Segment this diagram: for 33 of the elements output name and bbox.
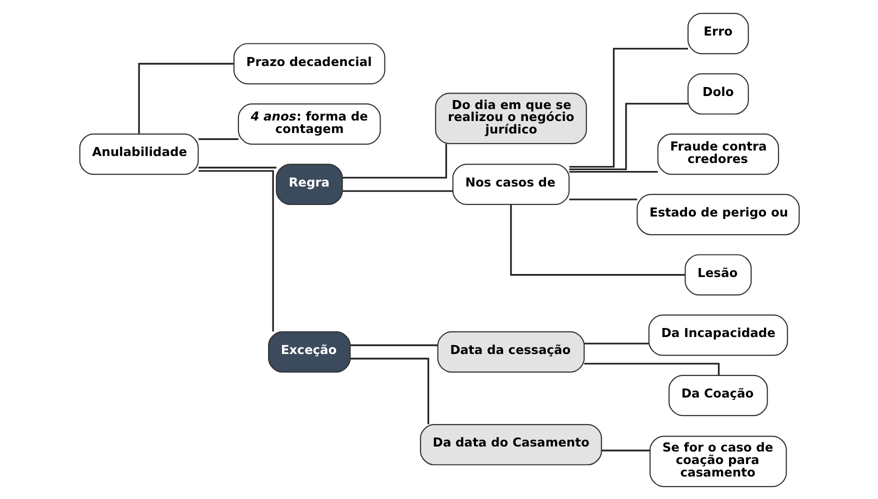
connector <box>601 449 650 451</box>
node-box: Estado de perigo ou <box>636 193 800 235</box>
node-box: Da Incapacidade <box>648 314 788 356</box>
node-box: Nos casos de <box>452 163 570 205</box>
connector <box>198 138 238 140</box>
connector <box>350 344 438 346</box>
connector <box>584 362 720 375</box>
node-box: Erro <box>686 12 748 54</box>
connector <box>350 357 429 424</box>
connector <box>342 143 447 178</box>
connector <box>198 170 274 332</box>
node-box: Exceção <box>268 330 350 372</box>
node-box: Da Coação <box>668 374 768 416</box>
connector <box>138 62 234 134</box>
connector <box>568 170 658 172</box>
node-box: Dolo <box>686 72 748 114</box>
node-box: Fraude contra credores <box>656 133 779 174</box>
connector <box>510 204 684 276</box>
node-box: Lesão <box>684 254 752 296</box>
node-box: 4 anos: forma de contagem <box>237 102 380 144</box>
connector <box>568 47 688 168</box>
node-box: Prazo decadencial <box>232 42 385 84</box>
connector <box>584 342 648 344</box>
connector <box>198 166 276 168</box>
node-box: Regra <box>275 163 342 205</box>
node-box: Da data do Casamento <box>419 423 602 465</box>
node-box: Anulabilidade <box>78 133 198 174</box>
connector <box>342 190 452 192</box>
node-box: Se for o caso de coação para casamento <box>649 435 786 487</box>
connector <box>568 198 637 200</box>
node-box: Do dia em que se realizou o negócio jurídico <box>434 92 586 144</box>
connector <box>568 102 688 170</box>
node-box: Data da cessação <box>436 330 584 372</box>
